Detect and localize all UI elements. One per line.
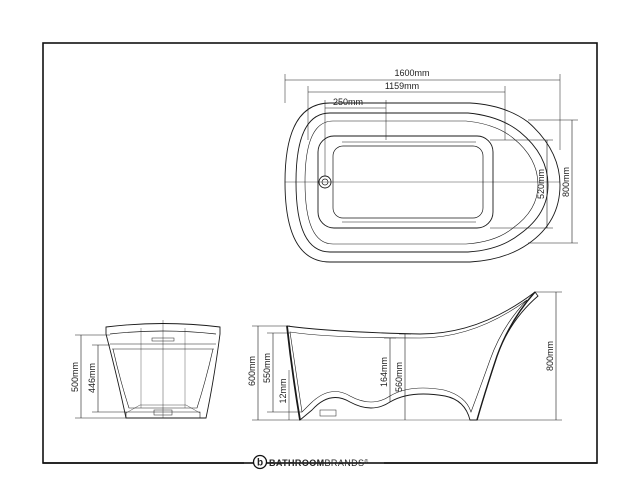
end-view-plate: [151, 337, 175, 342]
label-inner-width: 520mm: [536, 169, 546, 199]
top-view-outer-shell: [284, 102, 561, 263]
label-inner-rim-height: 550mm: [262, 353, 272, 383]
side-view-labels: 600mm 550mm 12mm 164mm 560mm 800mm: [247, 341, 555, 404]
brand-logo-letter: b: [257, 458, 263, 469]
brand-mark: ®: [364, 458, 368, 465]
end-view-base: [125, 411, 201, 418]
drawing-frame: [42, 42, 598, 464]
top-view-inner-line: [304, 120, 539, 245]
end-view-labels: 500mm 446mm: [70, 362, 97, 393]
brand-name-bold: BATHROOM: [269, 458, 325, 468]
label-rim-height: 600mm: [247, 356, 257, 386]
label-back-height: 800mm: [545, 341, 555, 371]
side-view-inner-line: [289, 299, 528, 413]
side-view-thick-wall: [286, 325, 301, 421]
brand-logo-icon: b: [252, 454, 268, 470]
brand-footer: b BATHROOMBRANDS®: [43, 454, 597, 470]
end-view-outer-shell: [105, 323, 221, 419]
top-view-inner-rim: [295, 112, 549, 253]
side-view-back-wall: [476, 291, 536, 421]
end-view: [75, 320, 221, 419]
side-view-outer-shell: [286, 291, 539, 421]
label-inner-min-height: 164mm: [379, 357, 389, 387]
side-view: [252, 291, 562, 421]
label-base-thickness: 12mm: [278, 378, 288, 403]
label-end-height: 500mm: [70, 362, 80, 392]
label-inner-length: 1159mm: [385, 81, 419, 91]
label-length: 1600mm: [394, 68, 429, 78]
label-drain-offset: 250mm: [333, 97, 363, 107]
brand-name-light: BRANDS: [325, 458, 365, 468]
top-view-labels: 1600mm 1159mm 250mm 520mm 800mm: [333, 68, 571, 199]
label-end-inner-depth: 446mm: [87, 363, 97, 393]
end-view-foot: [153, 409, 173, 416]
brand-name: BATHROOMBRANDS®: [269, 458, 369, 468]
label-width: 800mm: [561, 167, 571, 197]
side-view-drain: [319, 409, 337, 417]
label-mid-height: 560mm: [394, 362, 404, 392]
top-view: [284, 74, 578, 263]
